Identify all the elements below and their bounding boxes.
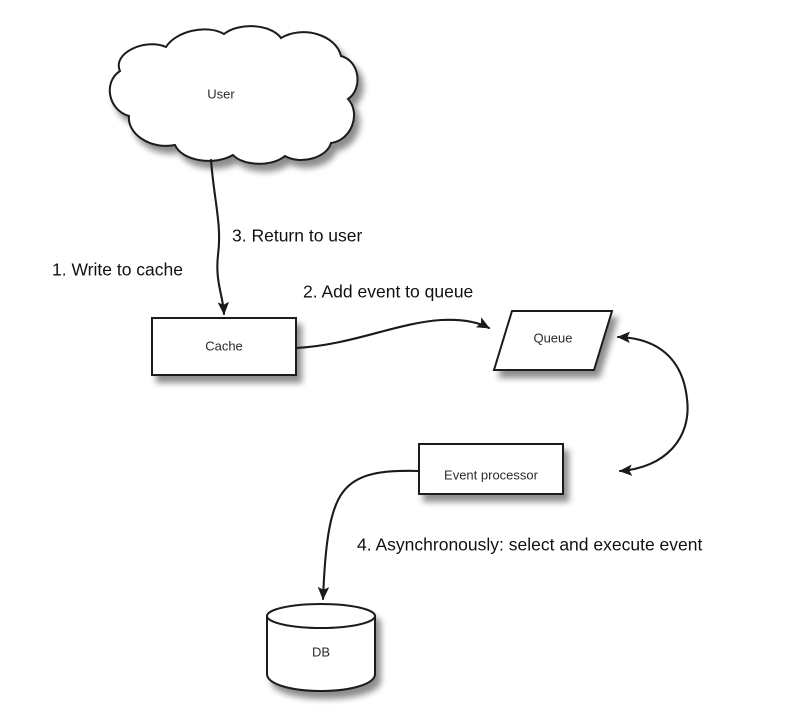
node-cache[interactable] bbox=[151, 317, 297, 376]
edge-user-to-cache bbox=[209, 158, 230, 316]
step-label-1-write-to-cache: 1. Write to cache bbox=[52, 260, 183, 280]
node-cache-label: Cache bbox=[205, 338, 243, 353]
edge-queue-processor-loop bbox=[616, 331, 689, 476]
step-label-2-add-event-to-queue: 2. Add event to queue bbox=[303, 282, 473, 302]
step-label-3-return-to-user: 3. Return to user bbox=[232, 226, 363, 246]
node-db[interactable] bbox=[266, 603, 376, 693]
edge-cache-to-queue bbox=[294, 317, 491, 350]
node-queue-label: Queue bbox=[533, 330, 572, 345]
node-db-label: DB bbox=[312, 644, 330, 659]
node-event-processor[interactable] bbox=[418, 443, 564, 495]
node-user-label: User bbox=[207, 86, 235, 101]
node-event-processor-label: Event processor bbox=[444, 467, 539, 482]
step-label-4-asynchronously-select-and-execute-event: 4. Asynchronously: select and execute ev… bbox=[357, 535, 702, 555]
node-user[interactable] bbox=[108, 25, 359, 165]
edge-processor-to-db bbox=[317, 469, 421, 601]
node-queue[interactable] bbox=[492, 310, 614, 371]
